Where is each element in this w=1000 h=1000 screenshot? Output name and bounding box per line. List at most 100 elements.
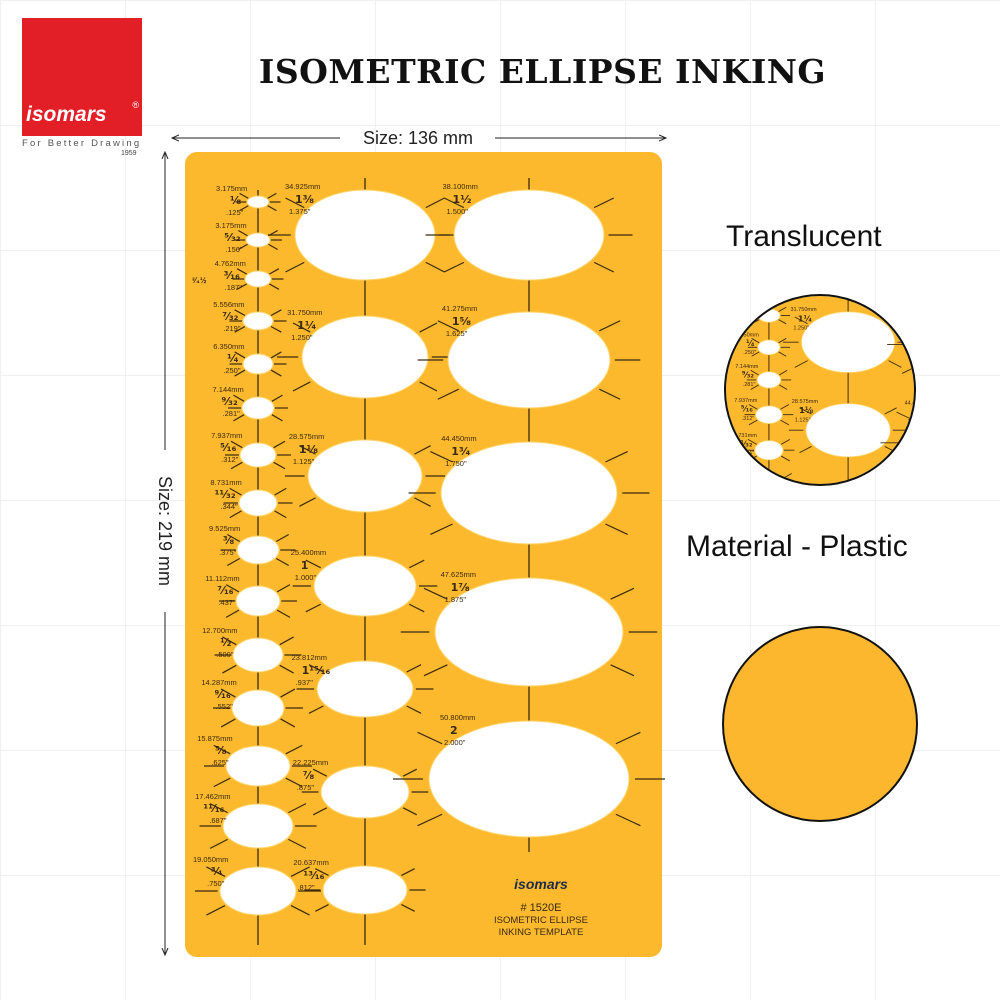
- tick-mark: [312, 768, 328, 777]
- tick-mark: [315, 904, 329, 912]
- size-fraction-label: 1⁵⁄₈: [452, 315, 471, 328]
- tick-mark: [414, 497, 431, 507]
- tick-mark: [615, 731, 641, 745]
- template-brand: isomars: [514, 876, 568, 892]
- tick-mark: [270, 369, 282, 377]
- tick-mark: [443, 261, 465, 273]
- tick-mark: [225, 609, 240, 618]
- tick-mark: [276, 584, 291, 593]
- tick-mark: [308, 664, 324, 673]
- tick-mark: [233, 414, 245, 422]
- size-fraction-label: ⁵⁄₃₂: [224, 231, 240, 244]
- tick-mark: [275, 533, 290, 543]
- tick-mark: [409, 603, 425, 613]
- tick-mark: [290, 866, 310, 877]
- ellipse-cutout: [231, 689, 285, 727]
- translucent-detail-circle: [724, 294, 916, 486]
- size-fraction-label: 1⁷⁄₈: [451, 581, 470, 594]
- ellipse-cutout: [313, 555, 417, 617]
- ellipse-cutout: [316, 660, 414, 718]
- tick-mark: [406, 664, 422, 673]
- size-fraction-label: ⁵⁄₁₆: [220, 441, 236, 454]
- size-inch-label: .552": [216, 702, 234, 711]
- tick-mark: [236, 268, 248, 275]
- logo-text: isomars: [26, 103, 107, 126]
- tick-mark: [273, 461, 286, 470]
- size-inch-label: .281": [223, 409, 241, 418]
- tick-mark: [239, 205, 249, 212]
- size-mm-label: 5.556mm: [213, 300, 244, 309]
- page-title: ISOMETRIC ELLIPSE INKING: [258, 52, 827, 91]
- caption-translucent: Translucent: [726, 220, 882, 253]
- size-fraction-label: 2: [450, 724, 458, 737]
- tick-mark: [401, 868, 415, 876]
- height-label: Size: 219 mm: [155, 476, 175, 586]
- ellipse-cutout: [241, 396, 275, 420]
- size-mm-label: 4.762mm: [215, 259, 246, 268]
- tick-mark: [299, 445, 316, 455]
- size-inch-label: .500": [216, 650, 234, 659]
- tick-mark: [206, 905, 226, 916]
- size-inch-label: .250": [223, 366, 241, 375]
- tick-mark: [417, 731, 443, 745]
- tick-mark: [267, 192, 277, 199]
- logo-tagline: For Better Drawing: [22, 138, 142, 149]
- tick-mark: [610, 587, 635, 600]
- tick-mark: [430, 450, 453, 463]
- size-inch-label: .344": [220, 502, 238, 511]
- ellipse-cutout: [219, 866, 297, 916]
- size-fraction-label: ³⁄₄: [211, 865, 223, 878]
- ellipse-cutout: [222, 803, 294, 849]
- size-mm-label: 50.800mm: [440, 713, 475, 722]
- ellipse-cutout: [307, 439, 423, 513]
- size-mm-label: 23.812mm: [292, 653, 327, 662]
- ellipse-cutout: [238, 489, 278, 517]
- size-mm-label: 28.575mm: [289, 432, 324, 441]
- ellipse-cutout: [235, 585, 281, 617]
- size-fraction-label: ¹¹⁄₁₆: [203, 802, 224, 815]
- size-mm-label: 3.175mm: [215, 221, 246, 230]
- size-inch-label: 2.000": [444, 738, 466, 747]
- ellipse-cutout: [242, 353, 274, 375]
- size-inch-label: .312": [221, 455, 239, 464]
- size-mm-label: 19.050mm: [193, 855, 228, 864]
- registered-mark: ®: [132, 100, 139, 110]
- size-fraction-label: ¹⁄₄: [227, 352, 239, 365]
- tick-mark: [288, 838, 307, 849]
- size-mm-label: 7.144mm: [213, 385, 244, 394]
- size-inch-label: 1.250": [291, 333, 313, 342]
- tick-mark: [406, 705, 422, 714]
- size-inch-label: 1.375": [289, 207, 311, 216]
- tick-mark: [285, 777, 303, 788]
- tick-mark: [209, 838, 228, 849]
- ellipse-cutout: [301, 315, 429, 399]
- tick-mark: [292, 381, 311, 392]
- tick-mark: [401, 904, 415, 912]
- tick-mark: [280, 688, 296, 698]
- tick-mark: [425, 261, 445, 273]
- height-dimension: Size: 219 mm: [155, 152, 175, 955]
- ellipse-cutout: [245, 232, 271, 248]
- tick-mark: [402, 768, 418, 777]
- size-mm-label: 17.462mm: [195, 792, 230, 801]
- tick-mark: [230, 461, 243, 470]
- template-name-line1: ISOMETRIC ELLIPSE: [494, 915, 588, 926]
- tick-mark: [288, 803, 307, 814]
- size-inch-label: 1.625": [446, 329, 468, 338]
- tick-mark: [220, 688, 236, 698]
- tick-mark: [238, 243, 248, 250]
- tick-mark: [270, 325, 282, 333]
- tick-mark: [229, 487, 242, 496]
